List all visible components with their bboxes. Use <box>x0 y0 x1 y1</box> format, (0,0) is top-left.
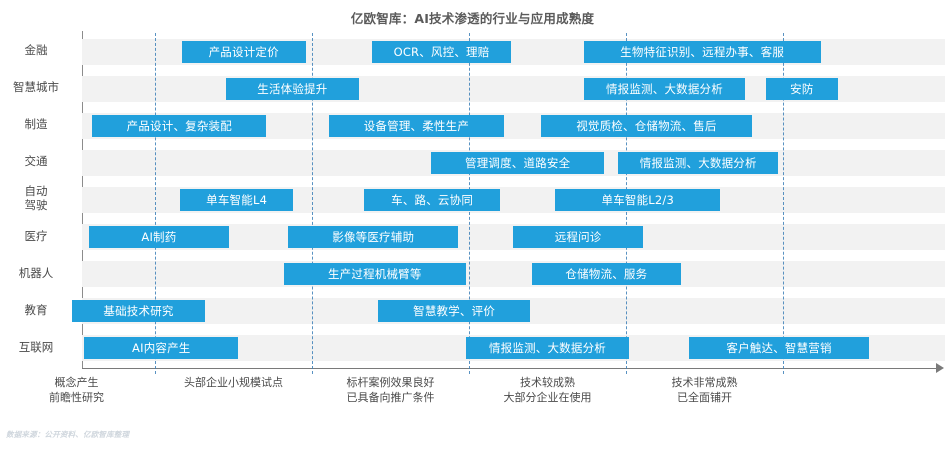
bar-智慧城市-1[interactable]: 情报监测、大数据分析 <box>583 77 746 100</box>
bar-互联网-1[interactable]: 情报监测、大数据分析 <box>465 337 630 360</box>
x-axis-caption-1: 概念产生前瞻性研究 <box>49 376 104 404</box>
x-axis-arrow-icon <box>936 363 944 373</box>
bar-智慧城市-0[interactable]: 生活体验提升 <box>225 77 360 100</box>
bar-机器人-0[interactable]: 生产过程机械臂等 <box>283 263 466 286</box>
row-label-自动驾驶: 自动驾驶 <box>24 184 48 213</box>
row-label-金融: 金融 <box>24 43 48 57</box>
bar-互联网-0[interactable]: AI内容产生 <box>84 337 239 360</box>
row-label-制造: 制造 <box>24 117 48 132</box>
bar-金融-0[interactable]: 产品设计定价 <box>181 40 306 63</box>
x-axis-caption-3: 标杆案例效果良好已具备向推广条件 <box>346 376 435 404</box>
bar-医疗-2[interactable]: 远程问诊 <box>512 226 644 248</box>
bar-机器人-1[interactable]: 仓储物流、服务 <box>531 263 681 286</box>
x-axis-caption-2: 头部企业小规模试点 <box>184 376 283 389</box>
source-note: 数据来源：公开资料、亿欧智库整理 <box>6 430 130 439</box>
row-label-交通: 交通 <box>24 154 48 169</box>
bar-自动驾驶-0[interactable]: 单车智能L4 <box>180 188 294 211</box>
bar-智慧城市-2[interactable]: 安防 <box>765 77 838 100</box>
bar-交通-1[interactable]: 情报监测、大数据分析 <box>618 151 779 174</box>
bar-金融-1[interactable]: OCR、风控、理赔 <box>371 40 512 63</box>
bar-医疗-0[interactable]: AI制药 <box>89 226 229 248</box>
bar-交通-0[interactable]: 管理调度、道路安全 <box>431 151 604 174</box>
bar-自动驾驶-1[interactable]: 车、路、云协同 <box>363 188 501 211</box>
row-label-医疗: 医疗 <box>24 228 48 243</box>
x-axis-caption-4: 技术较成熟大部分企业在使用 <box>503 376 592 404</box>
gridline-stage-5 <box>783 33 784 374</box>
page-title: 亿欧智库：AI技术渗透的行业与应用成熟度 <box>350 11 595 26</box>
row-label-机器人: 机器人 <box>18 265 54 280</box>
x-axis-line <box>82 368 938 369</box>
bar-制造-1[interactable]: 设备管理、柔性生产 <box>329 114 504 137</box>
bar-金融-2[interactable]: 生物特征识别、远程办事、客服 <box>583 40 821 63</box>
gridline-stage-1 <box>155 33 156 374</box>
bar-教育-0[interactable]: 基础技术研究 <box>71 300 206 323</box>
row-band <box>82 261 945 288</box>
gridline-stage-2 <box>312 33 313 374</box>
bar-制造-0[interactable]: 产品设计、复杂装配 <box>92 114 267 137</box>
bar-医疗-1[interactable]: 影像等医疗辅助 <box>288 226 458 248</box>
bar-自动驾驶-2[interactable]: 单车智能L2/3 <box>555 188 721 211</box>
bar-教育-1[interactable]: 智慧教学、评价 <box>377 300 531 323</box>
x-axis-caption-5: 技术非常成熟已全面铺开 <box>671 376 738 404</box>
row-label-互联网: 互联网 <box>18 339 54 354</box>
row-label-教育: 教育 <box>24 302 48 317</box>
bar-互联网-2[interactable]: 客户触达、智慧营销 <box>688 337 870 360</box>
row-label-智慧城市: 智慧城市 <box>13 80 59 95</box>
bar-制造-2[interactable]: 视觉质检、仓储物流、售后 <box>541 114 752 137</box>
